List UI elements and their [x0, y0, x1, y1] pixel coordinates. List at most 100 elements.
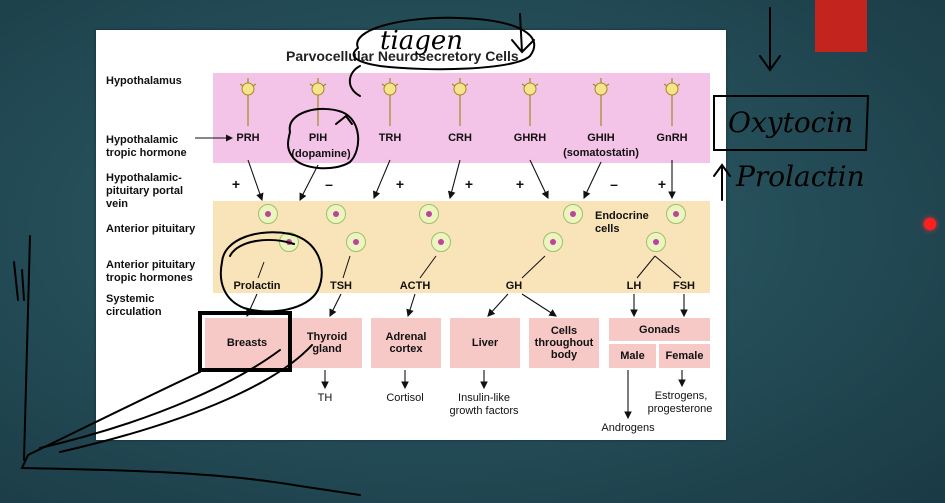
- neuron-trh: [381, 78, 399, 126]
- sign-pih: –: [325, 176, 333, 192]
- target-cells-label-1: Cells: [550, 325, 578, 337]
- hormone-trh: TRH: [378, 132, 402, 144]
- target-cells-label-3: body: [550, 349, 578, 361]
- neuron-prh: [239, 78, 257, 126]
- effect-igf-1: Insulin-like: [458, 392, 510, 404]
- sign-trh: +: [395, 176, 405, 192]
- annotation-hook-top: [348, 65, 361, 97]
- hormone-pih: PIH: [308, 132, 328, 144]
- hormone-gnrh: GnRH: [656, 132, 688, 144]
- arrow-prh-down: [247, 159, 264, 202]
- row-label-ant-tropic-1: Anterior pituitary: [106, 259, 196, 271]
- annotation-spike-left: [13, 261, 25, 301]
- diagram-title: Parvocellular Neurosecretory Cells: [286, 48, 519, 64]
- pituitary-cell-thyrotroph-1: [326, 204, 346, 224]
- pituitary-cell-corticotroph-1: [419, 204, 439, 224]
- row-label-portal-2: pituitary portal: [106, 185, 184, 197]
- row-label-systemic-1: Systemic: [106, 293, 155, 305]
- neuron-crh: [451, 78, 469, 126]
- target-thyroid-label-1: Thyroid: [306, 331, 348, 343]
- arrow-trh-down: [373, 159, 391, 200]
- row-label-tropic-hormone-1: Hypothalamic: [106, 134, 179, 146]
- effect-estrogens-2: progesterone: [647, 403, 713, 415]
- sign-gnrh: +: [657, 176, 667, 192]
- target-gonads: Gonads: [609, 318, 710, 341]
- hormone-pih-dopamine: (dopamine): [291, 148, 351, 160]
- line-cell-fsh: [654, 255, 682, 279]
- annotation-arrow-up: [713, 163, 731, 201]
- line-cell-acth: [419, 255, 437, 279]
- red-square-decoration: [815, 0, 867, 52]
- target-adrenal-cortex: Adrenal cortex: [371, 318, 441, 368]
- pituitary-cell-thyrotroph-2: [346, 232, 366, 252]
- row-label-hypothalamus: Hypothalamus: [106, 75, 182, 87]
- annotation-tick-pih: [335, 114, 353, 125]
- arrow-tsh-thyroid: [329, 293, 342, 317]
- row-label-anterior-pituitary: Anterior pituitary: [106, 223, 196, 235]
- hormone-ghrh: GHRH: [513, 132, 547, 144]
- annotation-box-breasts: [198, 311, 292, 372]
- sign-ghrh: +: [515, 176, 525, 192]
- pituitary-cell-somatotroph-1: [563, 204, 583, 224]
- target-cells-label-2: throughout: [534, 337, 594, 349]
- pituitary-cell-somatotroph-2: [543, 232, 563, 252]
- row-label-ant-tropic-2: tropic hormones: [106, 272, 193, 284]
- arrow-gh-cells: [521, 293, 557, 317]
- sign-ghih: –: [610, 176, 618, 192]
- neuron-gnrh: [663, 78, 681, 126]
- target-gonads-label: Gonads: [639, 323, 680, 336]
- target-male: Male: [609, 344, 656, 368]
- row-label-portal-1: Hypothalamic-: [106, 172, 182, 184]
- pituitary-cell-gonadotroph-2: [646, 232, 666, 252]
- annotation-circle-prolactin: [219, 231, 323, 313]
- effect-androgens: Androgens: [601, 422, 655, 434]
- sign-prh: +: [231, 176, 241, 192]
- effect-igf-2: growth factors: [449, 405, 519, 417]
- annotation-text-oxytocin: Oxytocin: [728, 106, 854, 139]
- hormone-ghih-somatostatin: (somatostatin): [563, 147, 639, 159]
- line-cell-gh: [521, 255, 546, 279]
- target-thyroid-gland: Thyroid gland: [292, 318, 362, 368]
- annotation-text-prolactin: Prolactin: [736, 160, 865, 193]
- line-cell-lh: [636, 255, 656, 279]
- target-male-label: Male: [620, 350, 645, 362]
- target-cells-throughout-body: Cells throughout body: [529, 318, 599, 368]
- annotation-circle-pih: [287, 107, 360, 170]
- sign-crh: +: [464, 176, 474, 192]
- effect-th: TH: [317, 392, 333, 404]
- neuron-ghih: [592, 78, 610, 126]
- annotation-circle-prolactin-2: [229, 239, 295, 257]
- annotation-arrow-right: [759, 7, 781, 72]
- annotation-box-oxytocin: [713, 95, 870, 151]
- row-label-portal-3: vein: [106, 198, 129, 210]
- arrow-pih-down: [299, 164, 319, 201]
- laser-pointer: [924, 218, 936, 230]
- annotation-scribble-top: [352, 16, 536, 71]
- effect-cortisol: Cortisol: [386, 392, 424, 404]
- target-adrenal-label-1: Adrenal: [385, 331, 427, 343]
- hormone-lh: LH: [626, 280, 642, 292]
- hormone-acth: ACTH: [399, 280, 431, 292]
- target-liver-label: Liver: [471, 337, 499, 349]
- annotation-vertical-left: [23, 235, 31, 461]
- target-liver: Liver: [450, 318, 520, 368]
- annotation-line-thyroid: [59, 344, 313, 453]
- hormone-prolactin: Prolactin: [233, 280, 281, 292]
- target-thyroid-label-2: gland: [312, 343, 342, 355]
- neuron-pih: [309, 78, 327, 126]
- hormone-tsh: TSH: [330, 280, 352, 292]
- pituitary-cell-corticotroph-2: [431, 232, 451, 252]
- annotation-arrow-top: [511, 13, 535, 54]
- arrow-gh-liver: [487, 293, 509, 317]
- hormone-ghih: GHIH: [587, 132, 615, 144]
- endocrine-cells-label-2: cells: [595, 223, 620, 235]
- endocrine-cells-label-1: Endocrine: [595, 210, 649, 222]
- target-adrenal-label-2: cortex: [389, 343, 423, 355]
- hormone-crh: CRH: [448, 132, 472, 144]
- hormone-fsh: FSH: [673, 280, 695, 292]
- arrow-acth-adrenal: [406, 293, 416, 318]
- pituitary-cell-lactotroph-1: [258, 204, 278, 224]
- effect-estrogens-1: Estrogens,: [654, 390, 708, 402]
- line-cell-tsh: [342, 255, 351, 279]
- annotation-line-breasts: [39, 349, 281, 449]
